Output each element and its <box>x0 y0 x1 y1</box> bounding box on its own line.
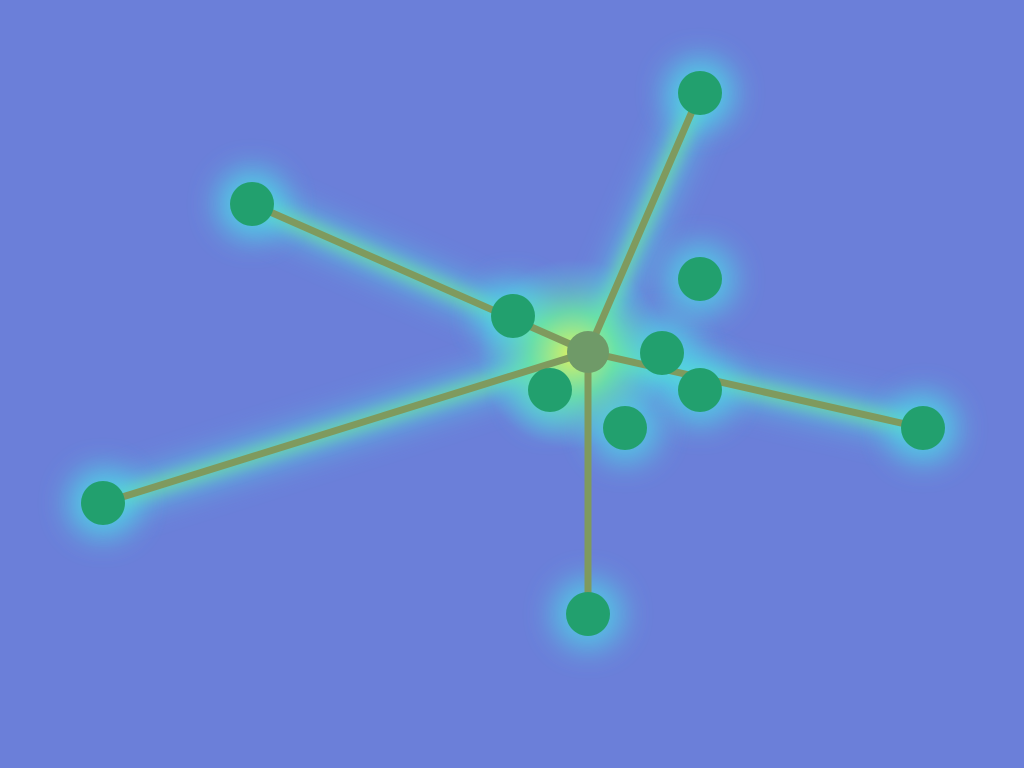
node-hub <box>567 331 609 373</box>
node-n-upper-right <box>678 257 722 301</box>
node-n-near-right <box>640 331 684 375</box>
node-n-right <box>901 406 945 450</box>
node-n-top <box>678 71 722 115</box>
edge-hub-n-left <box>99 348 592 507</box>
node-n-near-left <box>528 368 572 412</box>
node-layer <box>81 71 945 636</box>
node-n-right-inner <box>678 368 722 412</box>
node-n-bottom <box>566 592 610 636</box>
node-n-left <box>81 481 125 525</box>
edge-hub-n-upper-left <box>248 200 592 356</box>
node-n-mid-left <box>491 294 535 338</box>
node-n-upper-left <box>230 182 274 226</box>
edge-hub-n-top <box>584 89 704 356</box>
node-n-near-bottom <box>603 406 647 450</box>
